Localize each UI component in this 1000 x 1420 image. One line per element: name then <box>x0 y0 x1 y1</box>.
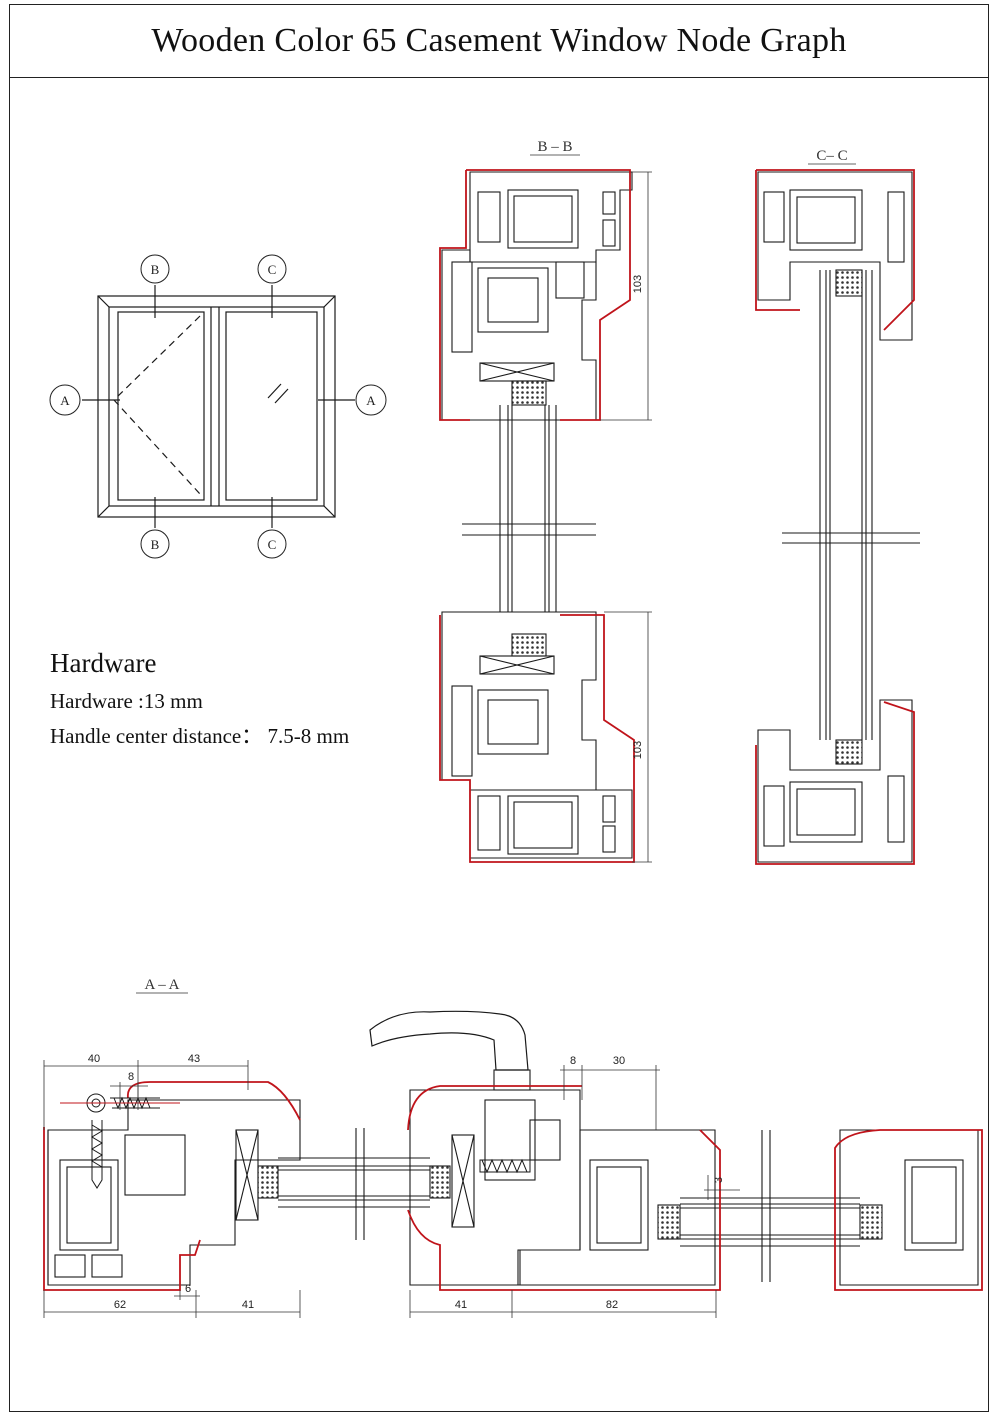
svg-text:C: C <box>268 537 277 552</box>
marker-c-top: C <box>257 254 287 284</box>
section-cc: C– C <box>755 148 920 865</box>
marker-c-bottom: C <box>257 529 287 559</box>
dim-aa-6: 6 <box>185 1283 191 1295</box>
svg-text:B: B <box>151 537 160 552</box>
page-title: Wooden Color 65 Casement Window Node Gra… <box>151 22 847 59</box>
dim-aa-62: 62 <box>114 1299 126 1311</box>
dim-bb-bottom: 103 <box>632 741 644 759</box>
handle-center-distance: Handle center distance： 7.5-8 mm <box>50 724 350 748</box>
svg-text:B: B <box>151 262 160 277</box>
section-bb-label: B – B <box>537 139 572 155</box>
dim-aa-41a: 41 <box>242 1299 254 1311</box>
svg-text:A: A <box>60 393 70 408</box>
section-aa: A – A <box>43 977 983 1318</box>
title-bar: Wooden Color 65 Casement Window Node Gra… <box>10 5 988 78</box>
section-markers: B C B C A A <box>49 254 387 559</box>
svg-text:C: C <box>268 262 277 277</box>
hardware-notes: Hardware Hardware :13 mm Handle center d… <box>50 648 349 756</box>
hardware-size: Hardware :13 mm <box>50 689 203 713</box>
window-handle <box>369 1010 529 1071</box>
dim-aa-40: 40 <box>88 1053 100 1065</box>
dim-aa-3: 3 <box>713 1177 725 1183</box>
hardware-heading: Hardware <box>50 648 157 678</box>
drawing-sheet: Wooden Color 65 Casement Window Node Gra… <box>9 4 989 1412</box>
marker-a-left: A <box>49 384 81 416</box>
section-bb: B – B <box>439 139 652 863</box>
dim-aa-43: 43 <box>188 1053 200 1065</box>
marker-b-top: B <box>140 254 170 284</box>
dim-bb-top: 103 <box>632 275 644 293</box>
dim-aa-8a: 8 <box>128 1071 134 1083</box>
dim-aa-30: 30 <box>613 1055 625 1067</box>
svg-text:A: A <box>366 393 376 408</box>
window-elevation <box>82 285 355 528</box>
section-aa-label: A – A <box>144 977 179 993</box>
section-cc-label: C– C <box>816 148 847 164</box>
dim-aa-41b: 41 <box>455 1299 467 1311</box>
dim-aa-8b: 8 <box>570 1055 576 1067</box>
marker-b-bottom: B <box>140 529 170 559</box>
marker-a-right: A <box>355 384 387 416</box>
dim-aa-82: 82 <box>606 1299 618 1311</box>
